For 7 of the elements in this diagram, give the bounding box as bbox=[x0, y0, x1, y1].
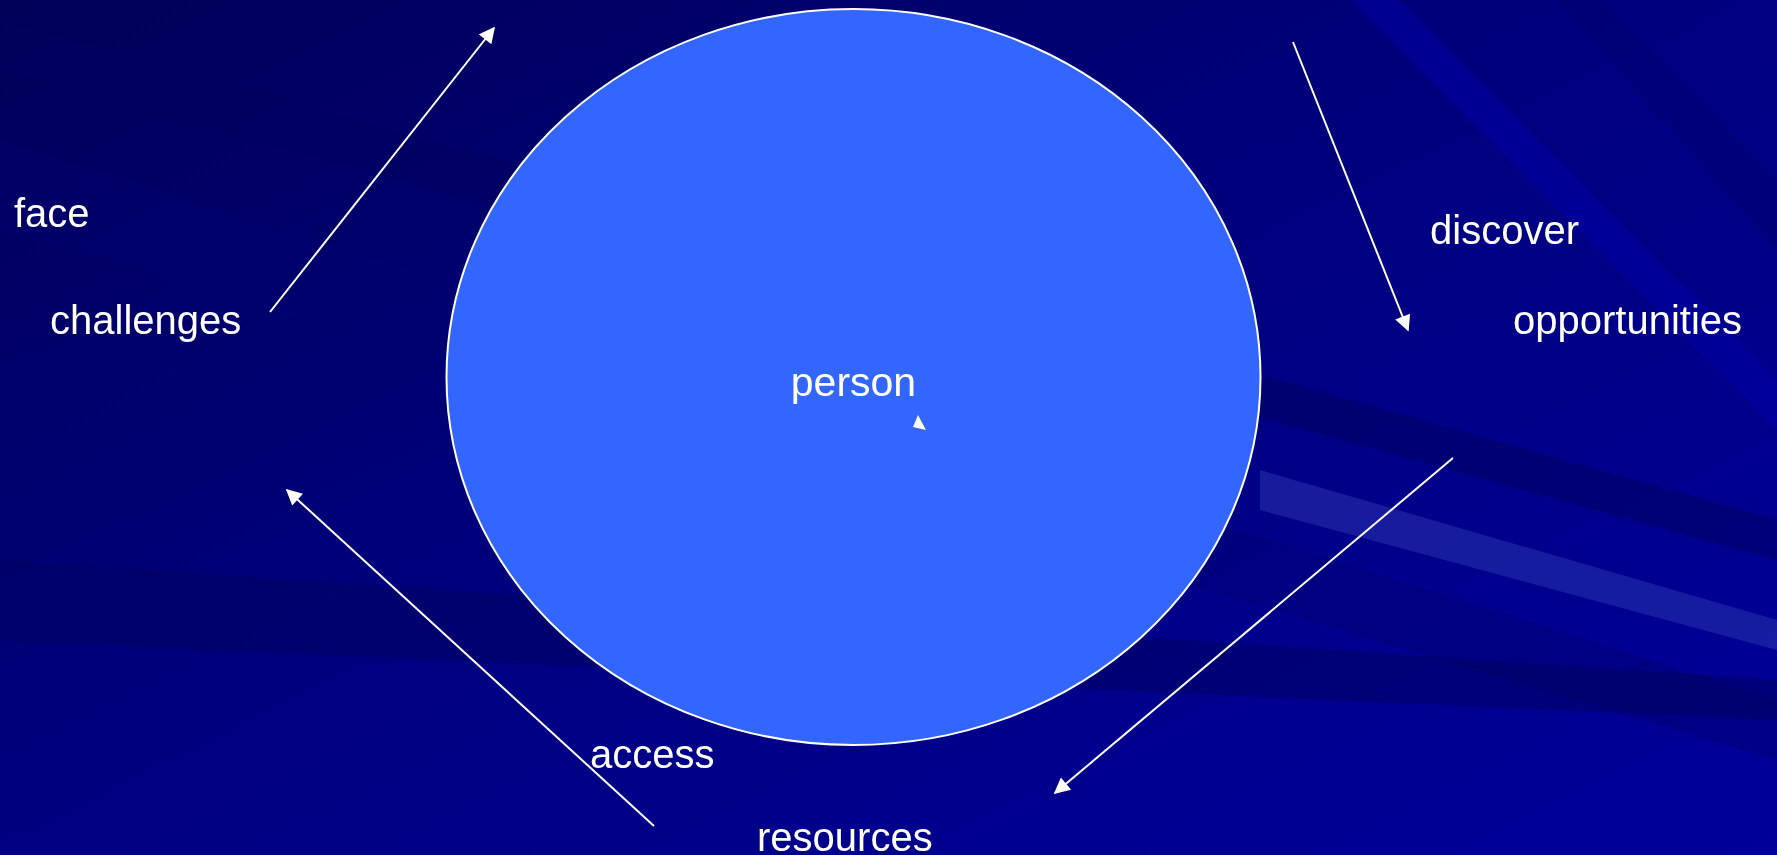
node-text: person bbox=[789, 359, 918, 405]
cycle-label: resources bbox=[757, 814, 933, 855]
cycle-label: opportunities bbox=[1513, 297, 1743, 343]
cycle-label: challenges bbox=[50, 297, 242, 343]
cycle-label: discover bbox=[1430, 207, 1579, 253]
cycle-label: access bbox=[590, 731, 715, 777]
cycle-label: face bbox=[14, 190, 90, 236]
